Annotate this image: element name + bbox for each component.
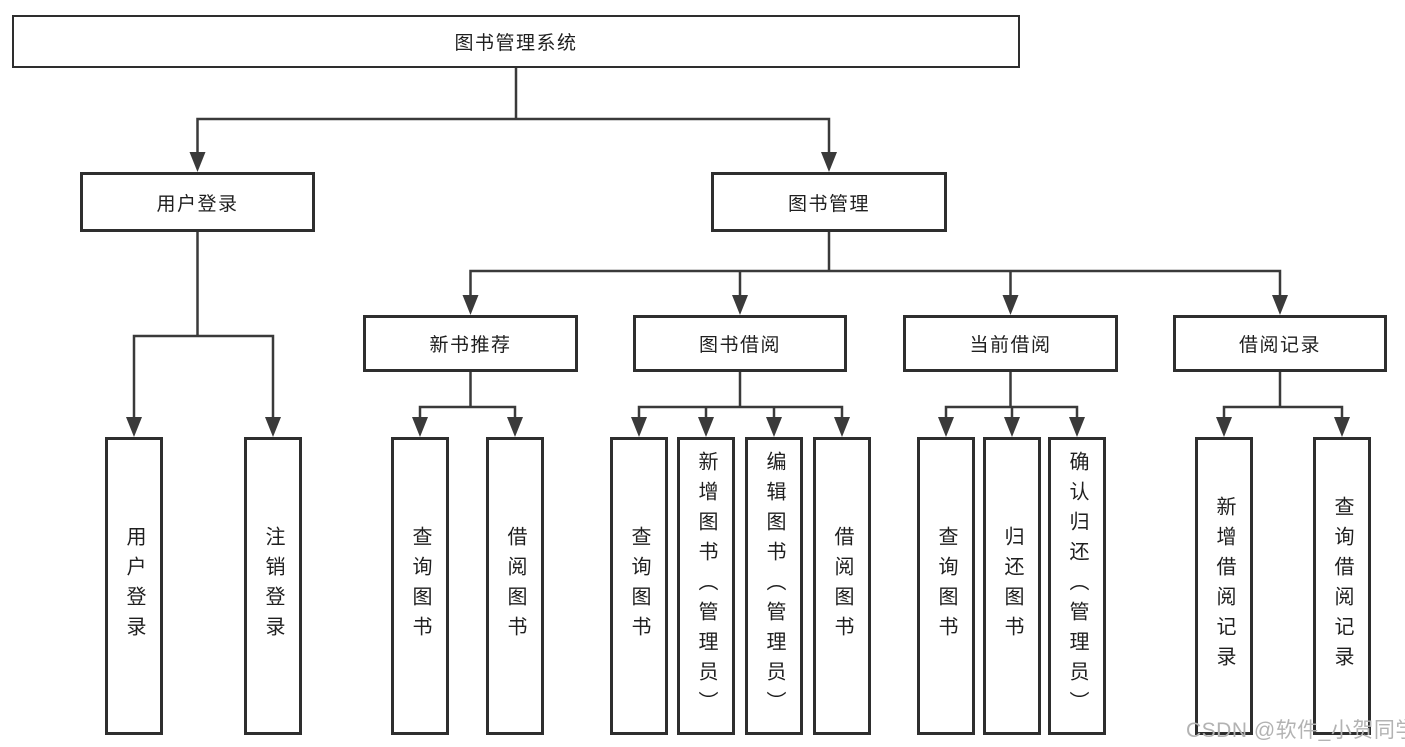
connector-book-borrow-branch	[637, 372, 844, 419]
arrowhead-icon	[189, 152, 206, 172]
arrowhead-icon	[462, 295, 479, 315]
leaf-edit-book-admin: 编辑图书（管理员）	[745, 437, 803, 735]
connector-root-to-level2	[196, 68, 831, 154]
node-label: 借阅图书	[504, 526, 526, 646]
arrowhead-icon	[412, 417, 428, 437]
leaf-confirm-return-admin: 确认归还（管理员）	[1048, 437, 1106, 735]
node-label: 新增借阅记录	[1213, 496, 1235, 676]
node-label: 确认归还（管理员）	[1066, 451, 1088, 721]
node-label: 注销登录	[262, 526, 284, 646]
node-label: 图书管理	[787, 193, 870, 215]
leaf-add-book-admin: 新增图书（管理员）	[677, 437, 735, 735]
node-label: 查询图书	[628, 526, 650, 646]
arrowhead-icon	[834, 417, 850, 437]
node-label: 当前借阅	[969, 335, 1052, 356]
arrowheads	[126, 152, 1350, 437]
leaf-borrow-book-recommend: 借阅图书	[486, 437, 544, 735]
node-current-borrow: 当前借阅	[903, 315, 1118, 372]
arrowhead-icon	[507, 417, 523, 437]
node-root: 图书管理系统	[12, 15, 1020, 68]
arrowhead-icon	[1334, 417, 1350, 437]
arrowhead-icon	[1069, 417, 1085, 437]
connector-paths	[132, 68, 1344, 419]
node-new-book-recommend: 新书推荐	[363, 315, 578, 372]
node-label: 查询图书	[409, 526, 431, 646]
node-label: 查询图书	[935, 526, 957, 646]
node-label: 归还图书	[1001, 526, 1023, 646]
arrowhead-icon	[821, 152, 837, 172]
arrowhead-icon	[938, 417, 954, 437]
leaf-borrow-book: 借阅图书	[813, 437, 871, 735]
node-label: 借阅图书	[831, 526, 853, 646]
node-label: 借阅记录	[1238, 335, 1321, 356]
node-label: 新书推荐	[429, 335, 512, 356]
leaf-query-book-current: 查询图书	[917, 437, 975, 735]
node-borrow-records: 借阅记录	[1173, 315, 1387, 372]
arrowhead-icon	[265, 417, 281, 437]
leaf-logout: 注销登录	[244, 437, 302, 735]
leaf-query-book-recommend: 查询图书	[391, 437, 449, 735]
arrowhead-icon	[732, 295, 748, 315]
arrowhead-icon	[1272, 295, 1288, 315]
arrowhead-icon	[766, 417, 782, 437]
leaf-add-borrow-record: 新增借阅记录	[1195, 437, 1253, 735]
node-book-management: 图书管理	[711, 172, 947, 232]
connector-book-management-branch	[469, 232, 1282, 297]
leaf-query-book-borrow: 查询图书	[610, 437, 668, 735]
node-label: 图书管理系统	[454, 33, 578, 54]
node-label: 用户登录	[156, 193, 239, 215]
leaf-return-book: 归还图书	[983, 437, 1041, 735]
watermark: CSDN @软件_小贺同学	[1186, 719, 1405, 742]
arrowhead-icon	[1216, 417, 1232, 437]
leaf-user-login: 用户登录	[105, 437, 163, 735]
arrowhead-icon	[126, 417, 142, 437]
connector-borrow-records-branch	[1222, 372, 1344, 419]
node-label: 查询借阅记录	[1331, 496, 1353, 676]
arrowhead-icon	[631, 417, 647, 437]
arrowhead-icon	[1004, 417, 1020, 437]
node-book-borrow: 图书借阅	[633, 315, 847, 372]
arrowhead-icon	[1002, 295, 1019, 315]
node-label: 用户登录	[123, 526, 145, 646]
connector-current-borrow-branch	[944, 372, 1079, 419]
arrowhead-icon	[698, 417, 714, 437]
node-label: 图书借阅	[698, 335, 781, 356]
node-label: 新增图书（管理员）	[695, 451, 717, 721]
leaf-query-borrow-record: 查询借阅记录	[1313, 437, 1371, 735]
connector-user-login-branch	[132, 232, 275, 419]
node-user-login: 用户登录	[80, 172, 315, 232]
node-label: 编辑图书（管理员）	[763, 451, 785, 721]
connector-new-book-recommend-branch	[418, 372, 517, 419]
